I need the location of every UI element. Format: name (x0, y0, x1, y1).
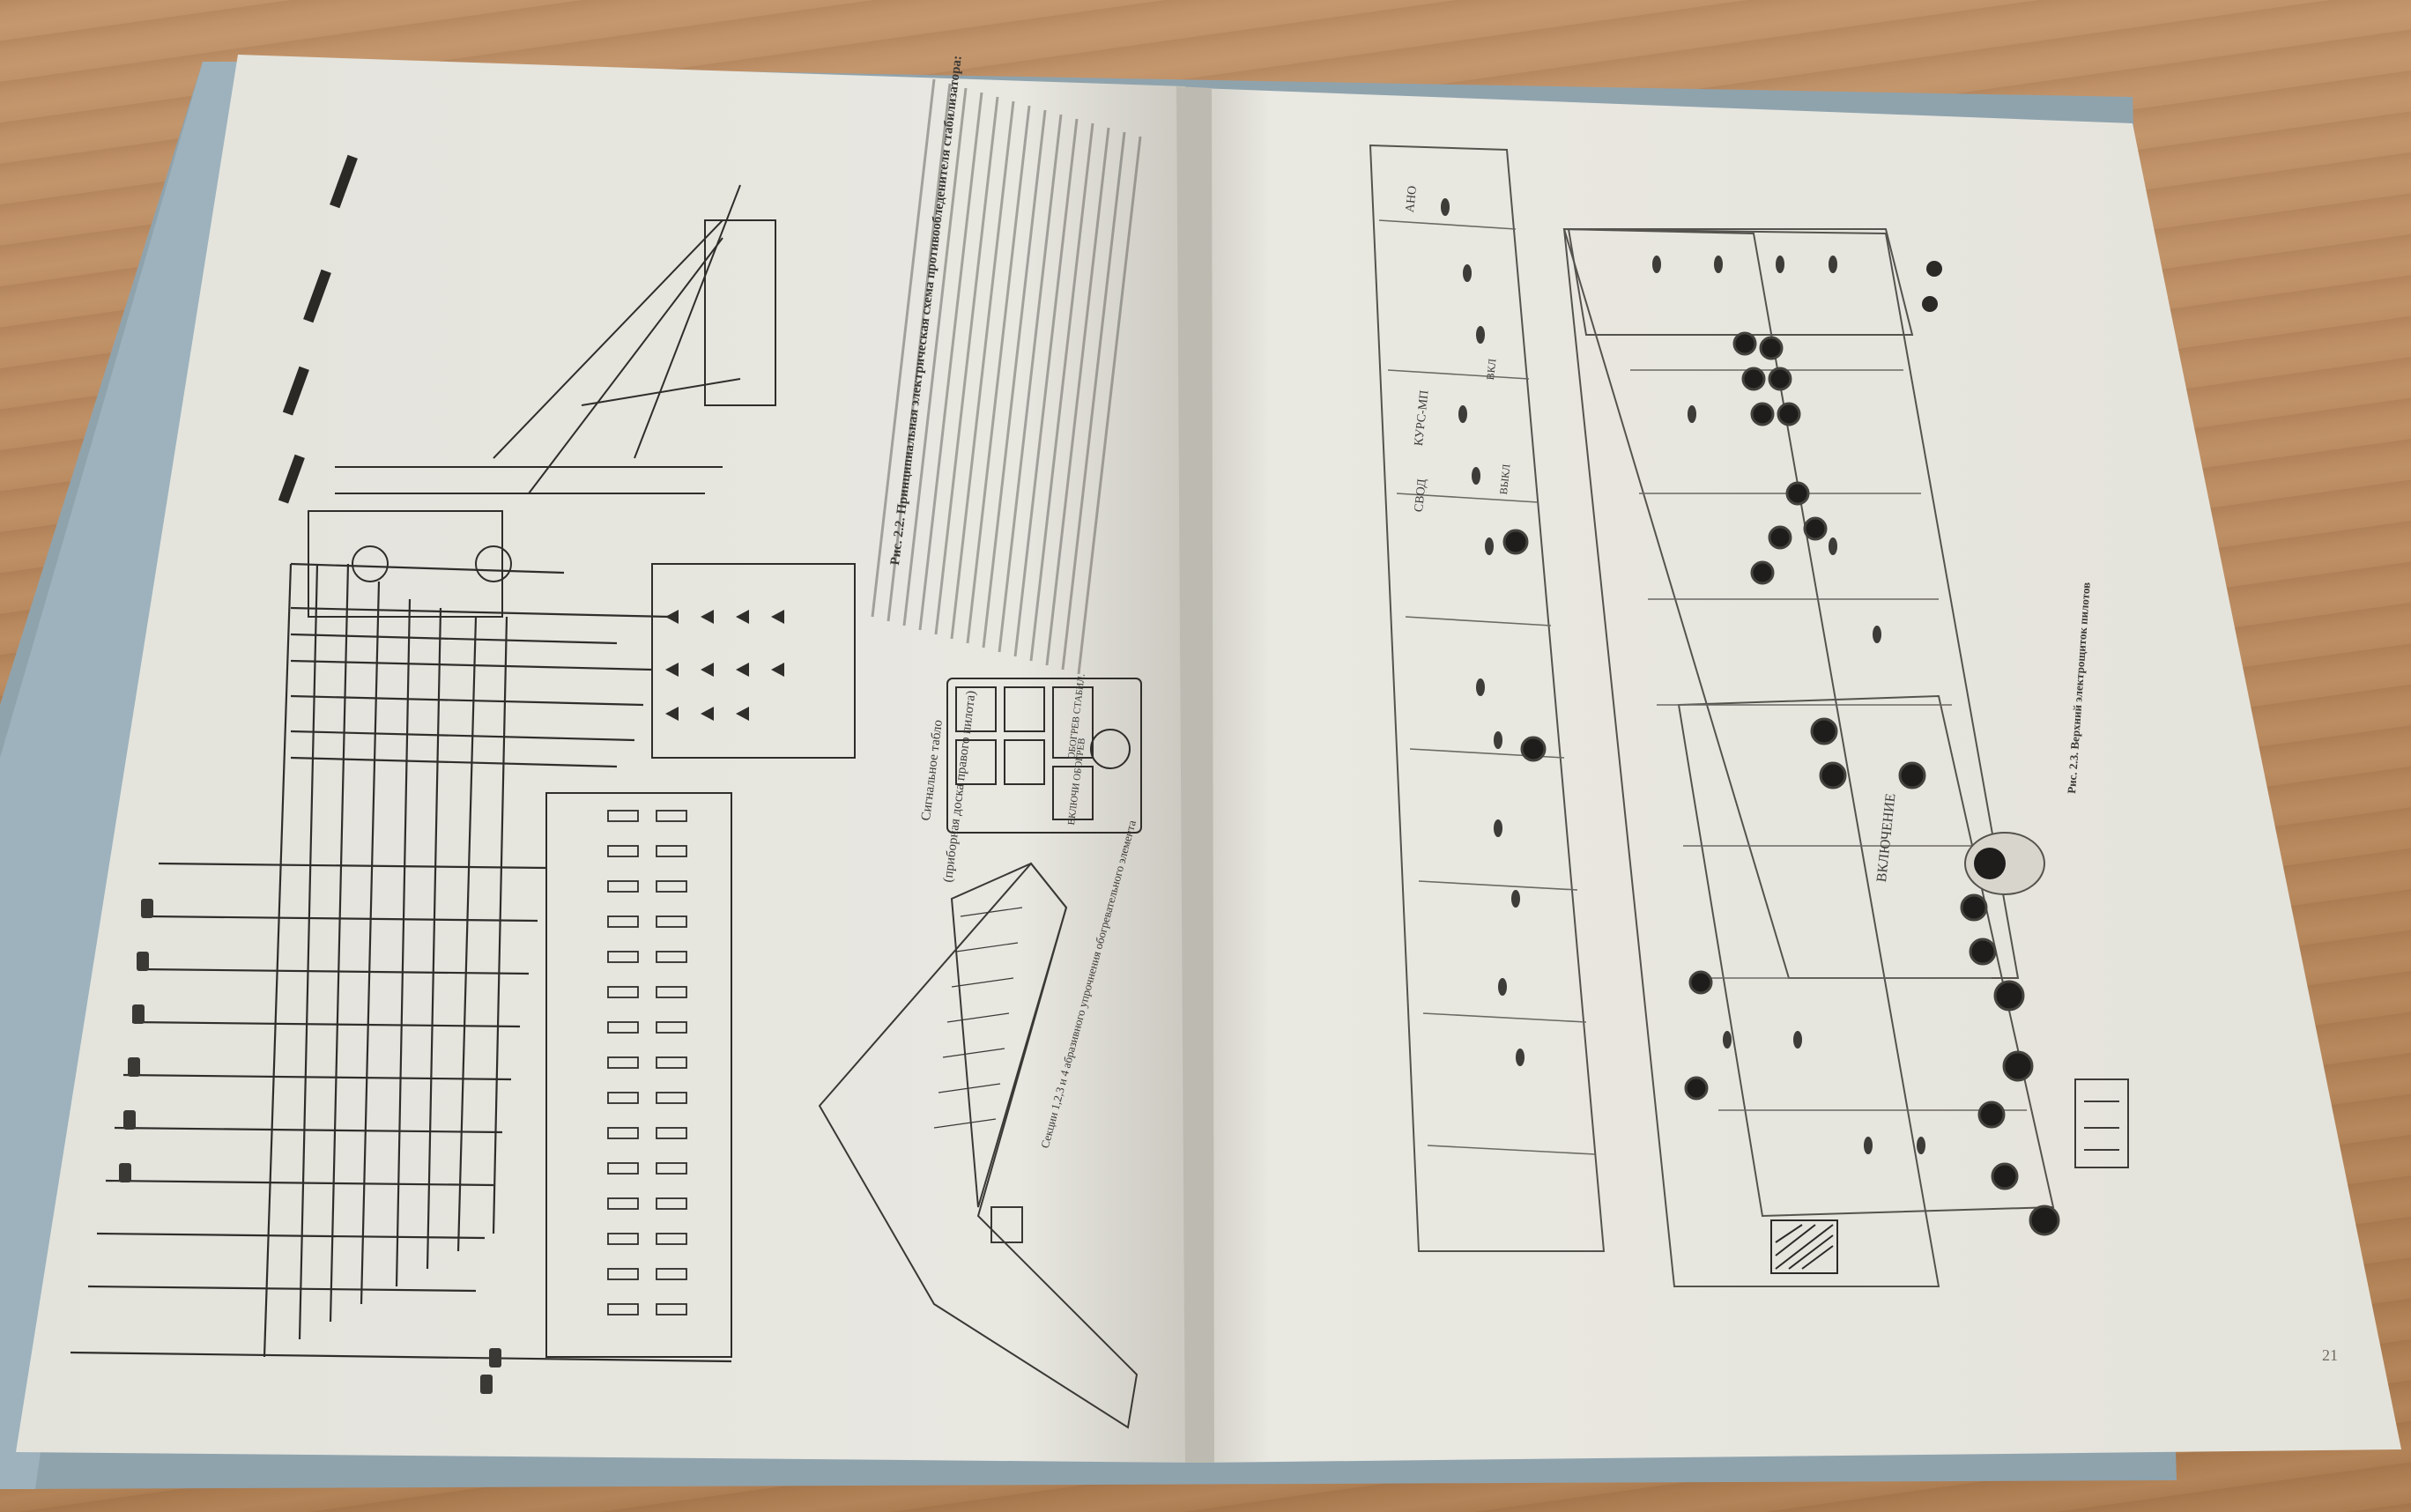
panel-label-vykl: ВЫКЛ (1496, 463, 1513, 495)
panel-label-vkl: ВКЛ (1483, 358, 1499, 381)
signal-panel-figure (946, 678, 1142, 834)
panel-knob-figure (1964, 832, 2045, 895)
page-number: 21 (2322, 1346, 2338, 1364)
panel-label-svod: СВОД (1412, 478, 1429, 513)
panel-label-ano: АНО (1403, 185, 1421, 213)
